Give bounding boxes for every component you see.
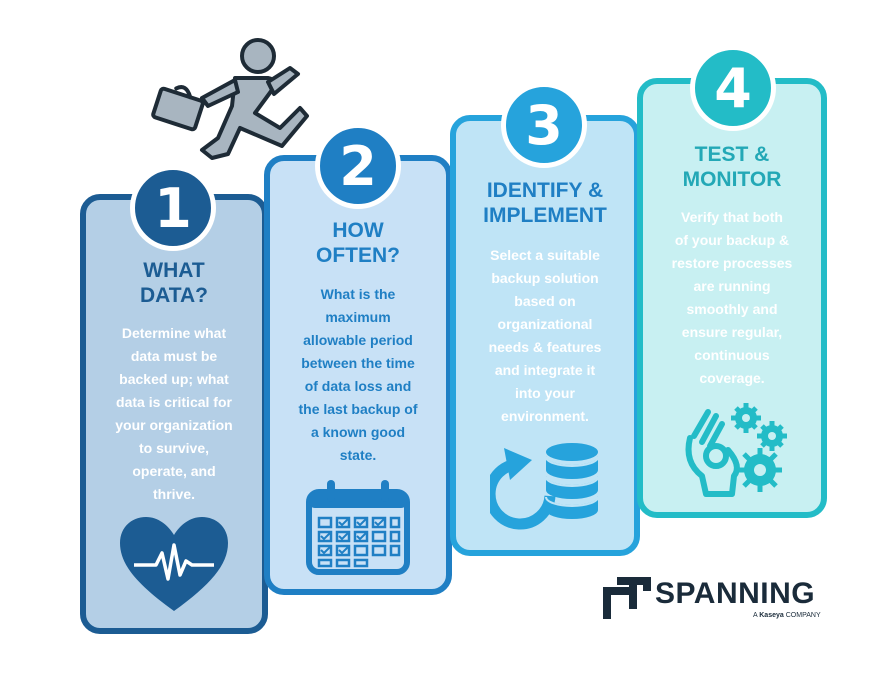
spanning-logo: SPANNING A Kaseya COMPANY bbox=[603, 575, 821, 625]
step-number-badge-3: 3 bbox=[501, 82, 587, 168]
step-title-3: IDENTIFY &IMPLEMENT bbox=[483, 179, 607, 227]
step-number-badge-1: 1 bbox=[130, 165, 216, 251]
calendar-icon bbox=[306, 480, 410, 575]
step-number-badge-2: 2 bbox=[315, 123, 401, 209]
spanning-logo-mark bbox=[603, 577, 651, 619]
spanning-logo-text: SPANNING bbox=[655, 577, 816, 610]
step-number-badge-4: 4 bbox=[690, 45, 776, 131]
backup-database-icon bbox=[490, 443, 599, 530]
running-businessman-icon bbox=[151, 38, 309, 160]
ok-hand-gears-icon bbox=[685, 403, 787, 497]
spanning-logo-tagline: A Kaseya COMPANY bbox=[753, 612, 821, 619]
step-card-4 bbox=[637, 78, 827, 518]
heartbeat-icon bbox=[120, 517, 228, 611]
step-title-4: TEST &MONITOR bbox=[682, 143, 782, 191]
